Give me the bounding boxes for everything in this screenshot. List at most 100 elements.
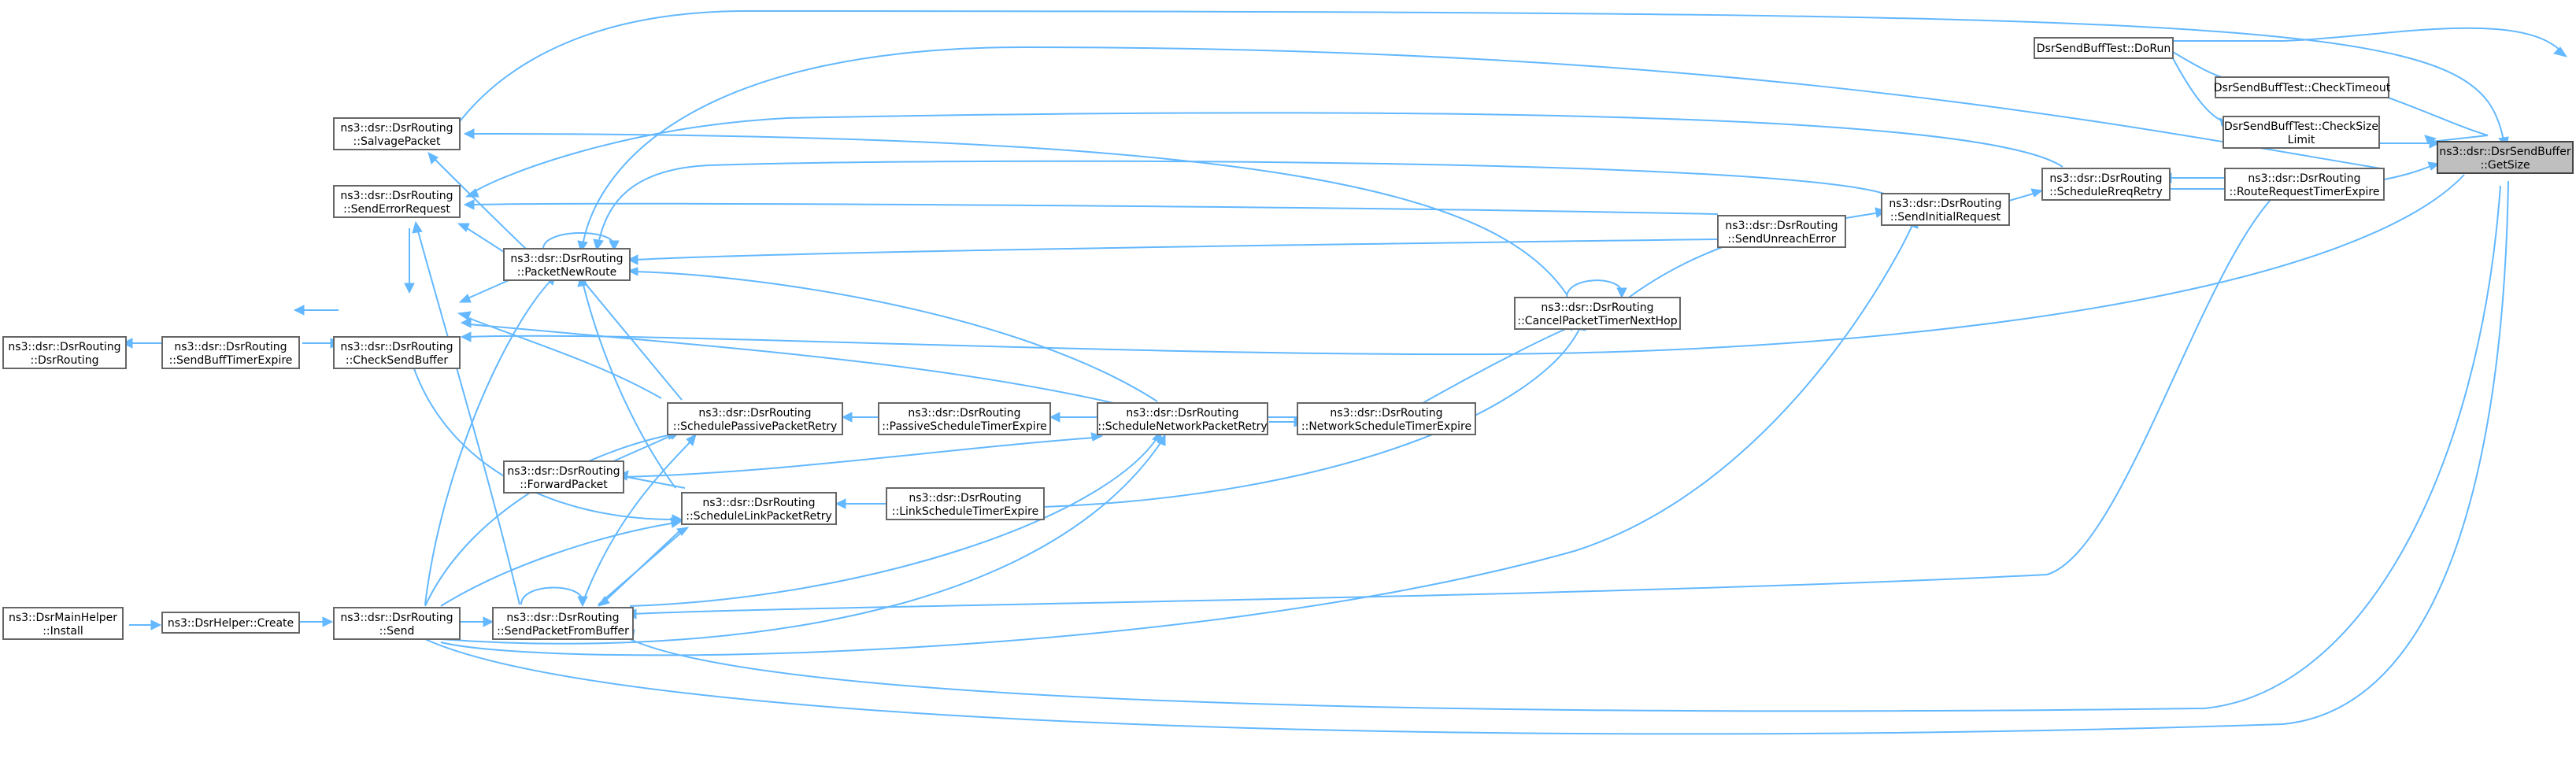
edge-checksendbuffer-to-sendbufftimer [293, 305, 339, 316]
nodes: ns3::dsr::DsrSendBuffer ::GetSize DsrSen… [2, 37, 2574, 640]
node-schedulepassivepacketretry[interactable]: ns3::dsr::DsrRouting ::SchedulePassivePa… [667, 402, 843, 435]
svg-text:::PassiveScheduleTimerExpire: ::PassiveScheduleTimerExpire [882, 420, 1047, 433]
node-packetnewroute[interactable]: ns3::dsr::DsrRouting ::PacketNewRoute [503, 248, 631, 281]
edge-sendpacket-to-senderror [412, 220, 520, 605]
svg-text:Limit: Limit [2288, 134, 2315, 146]
edge-packetnewroute-self-loop [542, 232, 620, 252]
svg-text:::SendBuffTimerExpire: ::SendBuffTimerExpire [169, 354, 293, 367]
node-dsrsendbufftest-checksizelimit[interactable]: DsrSendBuffTest::CheckSize Limit [2223, 116, 2380, 149]
edge-getsize-to-sendpacket [622, 185, 2501, 712]
edge-schedulenetwork-to-checksendbuffer [460, 317, 1134, 409]
node-checksendbuffer[interactable]: ns3::dsr::DsrRouting ::CheckSendBuffer [333, 336, 461, 369]
svg-text:::PacketNewRoute: ::PacketNewRoute [517, 266, 616, 279]
svg-text:::Install: ::Install [43, 625, 83, 638]
edge-dorun-to-getsize [2173, 27, 2568, 57]
edge-sendinitial-to-packetnewroute [593, 160, 1893, 252]
edge-checktimeout-to-getsize [2378, 94, 2489, 144]
edge-schedulenetwork-to-packetnewroute [627, 267, 1158, 402]
edge-install-to-create [129, 619, 162, 630]
node-dsrhelper-create[interactable]: ns3::DsrHelper::Create [161, 612, 300, 634]
edge-sendpacket-self-loop [520, 586, 588, 608]
svg-text:ns3::dsr::DsrRouting: ns3::dsr::DsrRouting [1541, 301, 1653, 314]
node-routerequesttimerexpire[interactable]: ns3::dsr::DsrRouting ::RouteRequestTimer… [2224, 168, 2385, 201]
svg-text:::NetworkScheduleTimerExpire: ::NetworkScheduleTimerExpire [1301, 420, 1471, 433]
node-dsrsendbuffer-getsize[interactable]: ns3::dsr::DsrSendBuffer ::GetSize [2437, 141, 2574, 174]
svg-text:::SendErrorRequest: ::SendErrorRequest [343, 203, 450, 216]
edge-getsize-to-checksendbuffer [460, 174, 2465, 356]
node-schedulelinkpacketretry[interactable]: ns3::dsr::DsrRouting ::ScheduleLinkPacke… [681, 492, 837, 525]
node-dsrmainhelper-install[interactable]: ns3::DsrMainHelper ::Install [2, 607, 124, 640]
edge-forward-to-schedulenetwork [623, 432, 1104, 478]
edge-schedulepassive-to-checksendbuffer [457, 311, 662, 399]
edge-send-to-sendpacket [460, 616, 494, 627]
edge-sendbufftimer-to-dsrrouting [121, 338, 162, 349]
edges [121, 9, 2568, 735]
svg-text:ns3::dsr::DsrRouting: ns3::dsr::DsrRouting [8, 341, 120, 353]
node-sendinitialrequest[interactable]: ns3::dsr::DsrRouting ::SendInitialReques… [1881, 193, 2010, 226]
svg-text:::GetSize: ::GetSize [2480, 159, 2530, 172]
node-networkscheduletimerexpire[interactable]: ns3::dsr::DsrRouting ::NetworkScheduleTi… [1297, 402, 1476, 435]
svg-text:::ScheduleRreqRetry: ::ScheduleRreqRetry [2049, 186, 2163, 198]
node-dsrsendbufftest-dorun[interactable]: DsrSendBuffTest::DoRun [2034, 37, 2174, 59]
svg-text:ns3::dsr::DsrSendBuffer: ns3::dsr::DsrSendBuffer [2439, 146, 2570, 158]
node-sendunreacherror[interactable]: ns3::dsr::DsrRouting ::SendUnreachError [1717, 215, 1846, 248]
edge-routerequest-to-schedulerreq [2160, 172, 2228, 183]
svg-text:ns3::dsr::DsrRouting: ns3::dsr::DsrRouting [909, 492, 1021, 505]
svg-text:ns3::dsr::DsrRouting: ns3::dsr::DsrRouting [340, 612, 453, 624]
svg-text:::CancelPacketTimerNextHop: ::CancelPacketTimerNextHop [1517, 315, 1677, 327]
svg-text:::RouteRequestTimerExpire: ::RouteRequestTimerExpire [2230, 186, 2380, 198]
svg-text:ns3::dsr::DsrRouting: ns3::dsr::DsrRouting [2049, 172, 2162, 185]
svg-text:DsrSendBuffTest::CheckSize: DsrSendBuffTest::CheckSize [2224, 120, 2378, 133]
svg-text:ns3::dsr::DsrRouting: ns3::dsr::DsrRouting [2248, 172, 2360, 185]
edge-sendpacket-to-schedulepassive [582, 434, 697, 604]
node-passivescheduletimerexpire[interactable]: ns3::dsr::DsrRouting ::PassiveScheduleTi… [878, 402, 1051, 435]
svg-text:::SchedulePassivePacketRetry: ::SchedulePassivePacketRetry [673, 420, 838, 433]
node-cancelpackettimernexthop[interactable]: ns3::dsr::DsrRouting ::CancelPacketTimer… [1514, 297, 1681, 330]
edge-schedulenetwork-to-passiveschedule [1049, 412, 1097, 423]
node-sendpacketfrombuffer[interactable]: ns3::dsr::DsrRouting ::SendPacketFromBuf… [492, 607, 634, 640]
edge-checksizelimit-to-getsize [2379, 138, 2441, 149]
node-sendbufftimerexpire[interactable]: ns3::dsr::DsrRouting ::SendBuffTimerExpi… [161, 336, 300, 369]
edge-packetnewroute-to-senderror [457, 223, 505, 253]
edge-sendunreach-to-senderrorrequest [463, 199, 1719, 215]
svg-text:::SendUnreachError: ::SendUnreachError [1727, 233, 1835, 246]
edge-sendunreach-to-packetnewroute [627, 238, 1719, 265]
edge-routerequest-to-getsize [2383, 161, 2441, 180]
svg-text:ns3::dsr::DsrRouting: ns3::dsr::DsrRouting [507, 465, 620, 478]
svg-text:ns3::dsr::DsrRouting: ns3::dsr::DsrRouting [340, 190, 453, 202]
edge-senderror-to-checksendbuffer [404, 228, 415, 294]
svg-text:ns3::dsr::DsrRouting: ns3::dsr::DsrRouting [1330, 407, 1442, 420]
svg-text:::SalvagePacket: ::SalvagePacket [353, 135, 441, 148]
svg-text:ns3::dsr::DsrRouting: ns3::dsr::DsrRouting [1725, 220, 1838, 232]
node-salvagepacket[interactable]: ns3::dsr::DsrRouting ::SalvagePacket [333, 117, 461, 150]
svg-text:::ForwardPacket: ::ForwardPacket [520, 479, 608, 491]
svg-text:::DsrRouting: ::DsrRouting [31, 354, 99, 367]
edge-getsize-to-send [417, 180, 2509, 735]
node-schedulenetworkpacketretry[interactable]: ns3::dsr::DsrRouting ::ScheduleNetworkPa… [1097, 402, 1268, 435]
svg-text:::ScheduleNetworkPacketRetry: ::ScheduleNetworkPacketRetry [1097, 420, 1267, 433]
node-senderrorrequest[interactable]: ns3::dsr::DsrRouting ::SendErrorRequest [333, 185, 461, 218]
edge-cancelpacket-to-salvage [463, 128, 1567, 295]
edge-packetnewroute-to-salvage [427, 152, 528, 251]
svg-text:ns3::DsrMainHelper: ns3::DsrMainHelper [9, 612, 117, 624]
edge-cancelpacket-self-loop [1566, 279, 1627, 299]
svg-text:ns3::dsr::DsrRouting: ns3::dsr::DsrRouting [340, 341, 453, 353]
svg-text:ns3::dsr::DsrRouting: ns3::dsr::DsrRouting [1126, 407, 1238, 420]
svg-text:DsrSendBuffTest::CheckTimeout: DsrSendBuffTest::CheckTimeout [2214, 82, 2391, 94]
node-dsrrouting-constructor[interactable]: ns3::dsr::DsrRouting ::DsrRouting [2, 336, 127, 369]
node-forwardpacket[interactable]: ns3::dsr::DsrRouting ::ForwardPacket [503, 460, 624, 494]
node-schedulerreqretry[interactable]: ns3::dsr::DsrRouting ::ScheduleRreqRetry [2041, 168, 2171, 201]
svg-text:ns3::dsr::DsrRouting: ns3::dsr::DsrRouting [506, 612, 619, 624]
edge-sendinitial-to-schedulerreq [2008, 188, 2044, 202]
edge-top-curve-to-getsize [440, 9, 2509, 150]
edge-getsize-top-to-packetnewroute [577, 46, 2382, 253]
edge-send-to-schedulenetwork [440, 433, 1166, 645]
svg-text:ns3::dsr::DsrRouting: ns3::dsr::DsrRouting [698, 407, 811, 420]
svg-text:::SendPacketFromBuffer: ::SendPacketFromBuffer [497, 625, 629, 638]
node-linkscheduletimerexpire[interactable]: ns3::dsr::DsrRouting ::LinkScheduleTimer… [886, 487, 1045, 520]
node-send[interactable]: ns3::dsr::DsrRouting ::Send [333, 607, 461, 640]
svg-text:ns3::dsr::DsrRouting: ns3::dsr::DsrRouting [702, 497, 815, 509]
svg-text:ns3::dsr::DsrRouting: ns3::dsr::DsrRouting [1889, 198, 2001, 210]
node-dsrsendbufftest-checktimeout[interactable]: DsrSendBuffTest::CheckTimeout [2214, 76, 2391, 98]
